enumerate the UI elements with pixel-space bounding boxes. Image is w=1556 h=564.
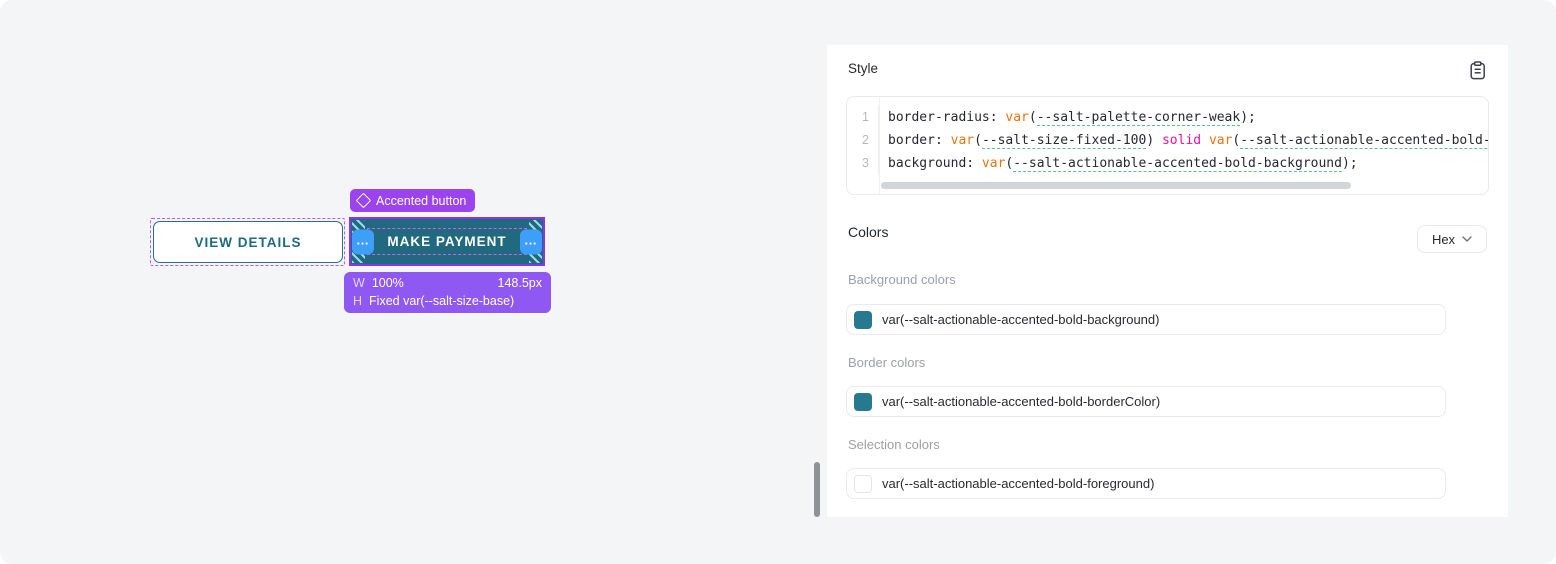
code-line: 3 background: var(--salt-actionable-accen… — [847, 152, 1488, 175]
panel-title: Style — [848, 61, 879, 76]
border-color-swatch — [854, 392, 872, 411]
width-row: W 100% 148.5px — [353, 275, 542, 293]
code-line: 1 border-radius: var(--salt-palette-corne… — [847, 106, 1488, 129]
width-key: W — [353, 276, 365, 290]
width-value: 100% — [371, 276, 404, 290]
background-color-swatch — [854, 310, 872, 329]
right-resize-handle[interactable]: … — [520, 229, 542, 254]
left-resize-handle[interactable]: … — [352, 229, 374, 254]
diamond-icon — [355, 192, 372, 209]
height-row: H Fixed var(--salt-size-base) — [353, 293, 542, 311]
make-payment-label: MAKE PAYMENT — [387, 234, 507, 249]
code-line-text: border-radius: var(--salt-palette-corner… — [888, 110, 1256, 126]
border-colors-label: Border colors — [848, 355, 926, 370]
color-format-value: Hex — [1431, 231, 1456, 247]
view-details-label: VIEW DETAILS — [194, 234, 302, 250]
selection-color-value: var(--salt-actionable-accented-bold-fore… — [882, 476, 1155, 491]
line-number: 2 — [847, 129, 879, 152]
border-color-value: var(--salt-actionable-accented-bold-bord… — [882, 394, 1161, 409]
line-number-gutter — [847, 97, 880, 194]
component-label[interactable]: Accented button — [350, 189, 476, 212]
selection-outline-view-details — [150, 218, 345, 266]
selection-color-swatch — [854, 474, 872, 493]
style-code-block[interactable]: 1 border-radius: var(--salt-palette-corne… — [846, 96, 1489, 195]
code-horizontal-scrollbar[interactable] — [881, 182, 1351, 189]
width-pixels: 148.5px — [497, 276, 542, 290]
background-colors-label: Background colors — [848, 272, 956, 287]
line-number: 3 — [847, 152, 879, 175]
copy-to-clipboard-button[interactable] — [1470, 61, 1486, 83]
clipboard-icon — [1470, 61, 1485, 80]
component-label-text: Accented button — [376, 193, 467, 208]
height-value: Fixed var(--salt-size-base) — [369, 293, 515, 308]
border-color-row[interactable]: var(--salt-actionable-accented-bold-bord… — [846, 386, 1446, 417]
selection-color-row[interactable]: var(--salt-actionable-accented-bold-fore… — [846, 468, 1446, 499]
color-format-dropdown[interactable]: Hex — [1417, 225, 1487, 253]
size-tooltip: W 100% 148.5px H Fixed var(--salt-size-b… — [344, 272, 551, 313]
background-color-value: var(--salt-actionable-accented-bold-back… — [882, 312, 1160, 327]
style-inspector-panel: Style 1 border-radius: var(--salt-palette… — [827, 45, 1508, 517]
background-color-row[interactable]: var(--salt-actionable-accented-bold-back… — [846, 304, 1446, 335]
colors-heading: Colors — [848, 224, 889, 240]
selection-colors-label: Selection colors — [848, 437, 940, 452]
text-selection-outline — [367, 228, 527, 255]
code-line-text: border: var(--salt-size-fixed-100) solid… — [879, 129, 1488, 152]
panel-scrollbar[interactable] — [814, 462, 820, 517]
height-key: H — [353, 293, 363, 308]
line-number: 1 — [847, 106, 879, 129]
chevron-down-icon — [1462, 236, 1472, 242]
code-line-text: background: var(--salt-actionable-accent… — [888, 156, 1358, 172]
make-payment-button[interactable]: … MAKE PAYMENT … — [349, 217, 545, 266]
view-details-button[interactable]: VIEW DETAILS — [153, 221, 343, 263]
